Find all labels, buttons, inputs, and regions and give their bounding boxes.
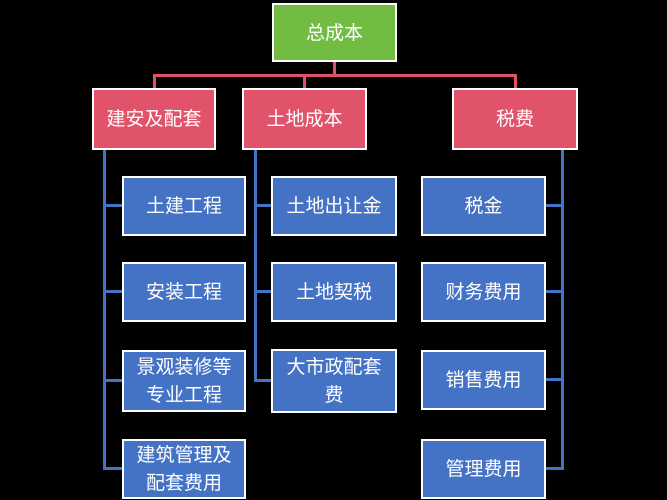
node-total-cost: 总成本 <box>272 3 397 62</box>
connector-col1-vertical <box>103 150 106 470</box>
connector-col2-stub-2 <box>254 290 271 293</box>
node-label: 土地出让金 <box>286 195 382 217</box>
node-label: 管理费用 <box>445 458 522 480</box>
connector-col2-stub-1 <box>254 204 271 207</box>
node-tax: 税金 <box>421 176 546 236</box>
connector-col2-vertical <box>254 150 257 382</box>
node-civil-engineering: 土建工程 <box>122 176 246 236</box>
connector-col1-stub-4 <box>103 467 122 470</box>
node-label: 景观装修等 专业工程 <box>136 356 232 406</box>
node-label: 税金 <box>464 195 503 217</box>
connector-col1-stub-3 <box>103 379 122 382</box>
node-taxes-fees: 税费 <box>452 88 578 150</box>
node-label: 安装工程 <box>145 281 222 303</box>
connector-root-down <box>333 62 336 75</box>
connector-col3-stub-3 <box>545 378 562 381</box>
node-label: 建安及配套 <box>106 108 202 130</box>
node-label: 税费 <box>495 108 534 130</box>
node-label: 销售费用 <box>445 369 522 391</box>
node-label: 建筑管理及 配套费用 <box>136 444 232 494</box>
connector-col3-vertical <box>561 150 564 470</box>
connector-col3-stub-1 <box>545 204 562 207</box>
node-sales-expenses: 销售费用 <box>421 350 546 410</box>
connector-col3-stub-2 <box>545 290 562 293</box>
node-construction-management-fees: 建筑管理及 配套费用 <box>122 439 246 499</box>
node-land-deed-tax: 土地契税 <box>271 262 397 322</box>
connector-drop-branch-2 <box>303 74 306 88</box>
connector-col2-stub-3 <box>254 379 271 382</box>
connector-col1-stub-2 <box>103 290 122 293</box>
connector-branch-horizontal <box>153 74 517 77</box>
node-landscape-decoration-engineering: 景观装修等 专业工程 <box>122 350 246 412</box>
node-land-transfer-fee: 土地出让金 <box>271 176 397 236</box>
node-municipal-supporting-fee: 大市政配套 费 <box>271 349 397 413</box>
connector-drop-branch-3 <box>514 74 517 88</box>
connector-col1-stub-1 <box>103 204 122 207</box>
node-land-cost: 土地成本 <box>242 88 367 150</box>
node-label: 土地契税 <box>295 281 372 303</box>
node-installation-engineering: 安装工程 <box>122 262 246 322</box>
node-management-expenses: 管理费用 <box>421 439 546 499</box>
node-label: 财务费用 <box>445 281 522 303</box>
node-label: 土地成本 <box>266 108 343 130</box>
node-construction-and-supporting: 建安及配套 <box>92 88 216 150</box>
node-label: 总成本 <box>305 21 363 44</box>
node-financial-expenses: 财务费用 <box>421 262 546 322</box>
node-label: 大市政配套 费 <box>286 356 382 406</box>
connector-col3-stub-4 <box>545 467 562 470</box>
node-label: 土建工程 <box>145 195 222 217</box>
connector-drop-branch-1 <box>153 74 156 88</box>
